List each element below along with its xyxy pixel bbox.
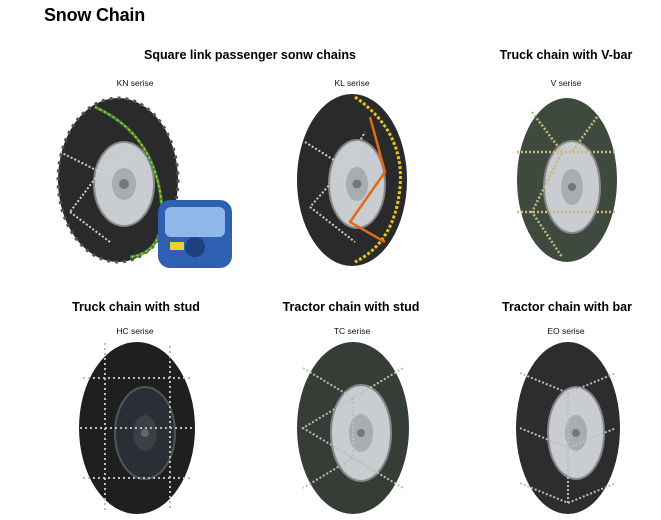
heading-tractor-bar: Tractor chain with bar [502,300,632,314]
heading-truck-stud: Truck chain with stud [72,300,200,314]
series-label-tc: TC serise [333,326,371,336]
product-image-tc[interactable] [293,338,413,518]
product-image-hc[interactable] [75,338,200,518]
series-label-v: V serise [550,78,582,88]
series-label-kl: KL serise [334,78,370,88]
product-image-kn[interactable] [40,92,240,272]
heading-truck-vbar: Truck chain with V-bar [499,48,633,62]
product-image-kl[interactable] [295,92,410,272]
product-image-v[interactable] [512,92,622,272]
series-label-kn: KN serise [116,78,154,88]
series-label-eo: EO serise [547,326,585,336]
heading-passenger-chains: Square link passenger sonw chains [144,48,356,62]
heading-tractor-stud: Tractor chain with stud [282,300,420,314]
series-label-hc: HC serise [116,326,154,336]
product-image-eo[interactable] [512,338,624,518]
page-title: Snow Chain [44,5,145,25]
